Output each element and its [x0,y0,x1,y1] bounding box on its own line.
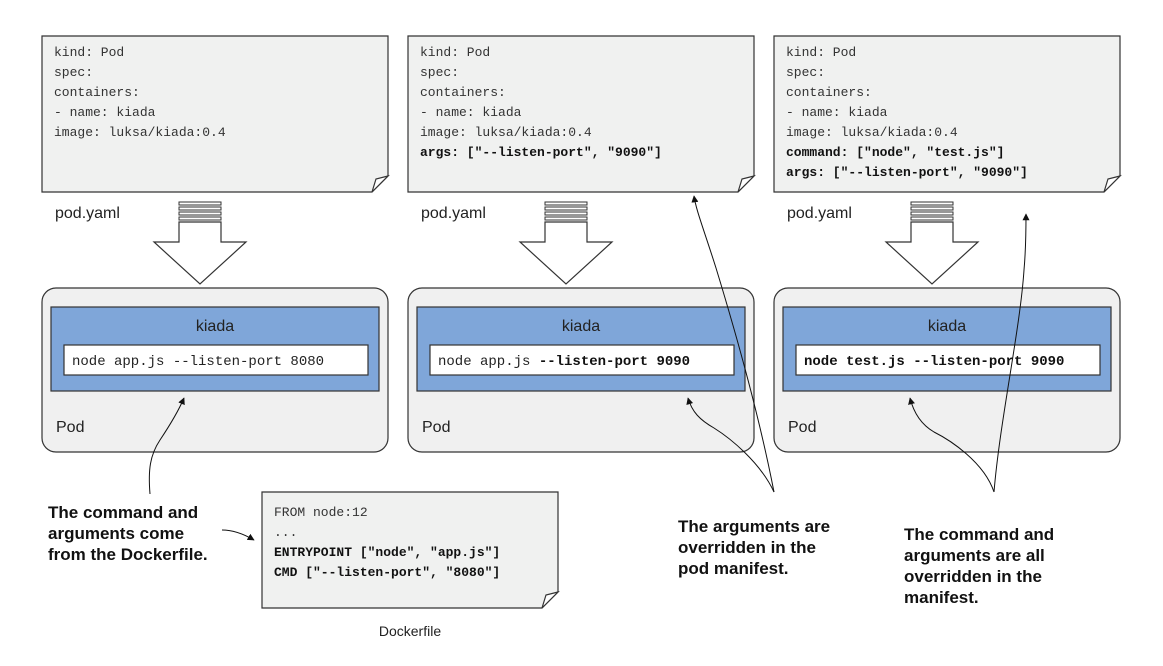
dockerfile-line: CMD ["--listen-port", "8080"] [274,565,500,580]
dockerfile-line: ... [274,525,297,540]
container-name: kiada [928,318,966,335]
connector-arrow [686,397,775,493]
connector-arrow [691,195,775,493]
yaml-line: - name: kiada [54,105,156,120]
yaml-line: containers: [54,85,140,100]
panel-1: kind: Pod spec: containers: - name: kiada… [41,35,390,453]
yaml-line: image: luksa/kiada:0.4 [54,125,226,140]
container-command: node app.js --listen-port 8080 [72,354,324,370]
container-command: node app.js --listen-port 9090 [438,354,690,370]
yaml-line: - name: kiada [786,105,888,120]
yaml-line: spec: [786,65,825,80]
pod-yaml-document: kind: Pod spec: containers: - name: kiada… [773,35,1122,193]
callout-line: overridden in the [904,567,1042,586]
yaml-line: containers: [420,85,506,100]
callout-3: The command and arguments are all overridd… [904,525,1054,607]
callout-2: The arguments are overridden in the pod ma… [678,517,830,578]
flow-arrow-icon [518,201,614,285]
yaml-line: kind: Pod [786,45,856,60]
flow-arrow-icon [152,201,248,285]
pod-label: Pod [56,419,84,436]
container-box: kiada node app.js --listen-port 8080 [50,306,380,392]
panel-3: kind: Pod spec: containers: - name: kiada… [773,35,1122,453]
yaml-line: - name: kiada [420,105,522,120]
callout-line: manifest. [904,588,979,607]
connector-arrow [221,529,255,541]
yaml-line: kind: Pod [420,45,490,60]
callout-line: overridden in the [678,538,816,557]
callout-line: The arguments are [678,517,830,536]
yaml-line: command: ["node", "test.js"] [786,145,1004,160]
connector-arrow [908,397,995,493]
dockerfile-label: Dockerfile [379,623,441,639]
flow-arrow-icon [884,201,980,285]
container-command: node test.js --listen-port 9090 [804,354,1064,370]
container-name: kiada [562,318,600,335]
callout-1: The command and arguments come from the Do… [48,503,208,564]
pod-yaml-document: kind: Pod spec: containers: - name: kiada… [407,35,756,193]
callout-line: pod manifest. [678,559,789,578]
container-name: kiada [196,318,234,335]
connector-arrow [993,213,1030,493]
callout-line: The command and [48,503,198,522]
pod-box: Pod kiada node test.js --listen-port 9090 [773,287,1121,453]
connector-arrow [148,397,185,495]
panel-2: kind: Pod spec: containers: - name: kiada… [407,35,756,453]
file-label: pod.yaml [55,205,120,222]
yaml-line: image: luksa/kiada:0.4 [420,125,592,140]
callout-line: arguments are all [904,546,1045,565]
pod-box: Pod kiada node app.js --listen-port 9090 [407,287,755,453]
callout-line: The command and [904,525,1054,544]
file-label: pod.yaml [787,205,852,222]
dockerfile-line: FROM node:12 [274,505,368,520]
yaml-line: image: luksa/kiada:0.4 [786,125,958,140]
file-label: pod.yaml [421,205,486,222]
yaml-line: args: ["--listen-port", "9090"] [786,165,1028,180]
yaml-line: spec: [54,65,93,80]
pod-label: Pod [788,419,816,436]
pod-box: Pod kiada node app.js --listen-port 8080 [41,287,389,453]
pod-label: Pod [422,419,450,436]
callout-line: from the Dockerfile. [48,545,208,564]
yaml-line: spec: [420,65,459,80]
callout-line: arguments come [48,524,184,543]
pod-yaml-document: kind: Pod spec: containers: - name: kiada… [41,35,390,193]
dockerfile-document: FROM node:12... ENTRYPOINT ["node", "app.… [261,491,560,609]
yaml-line: args: ["--listen-port", "9090"] [420,145,662,160]
yaml-line: kind: Pod [54,45,124,60]
dockerfile-line: ENTRYPOINT ["node", "app.js"] [274,545,500,560]
yaml-line: containers: [786,85,872,100]
container-box: kiada node app.js --listen-port 9090 [416,306,746,392]
container-box: kiada node test.js --listen-port 9090 [782,306,1112,392]
